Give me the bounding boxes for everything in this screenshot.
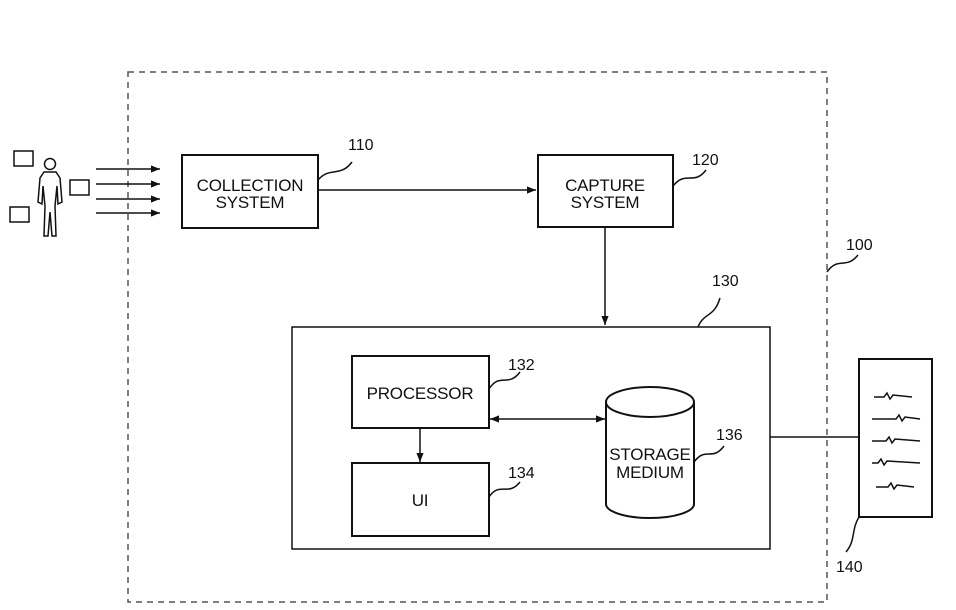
object-square-top-icon — [13, 150, 34, 167]
storage-medium-leader — [693, 445, 725, 463]
collection-system-label-line2: SYSTEM — [216, 193, 285, 212]
system-boundary-ref: 100 — [846, 237, 873, 254]
processor-ref: 132 — [508, 357, 535, 374]
person-icon — [37, 157, 63, 237]
storage-medium-cylinder — [605, 386, 695, 519]
collection-system-label-line1: COLLECTION — [197, 176, 304, 195]
capture-system-leader — [672, 169, 707, 187]
document-text-lines — [872, 391, 921, 491]
storage-medium-label-line1: STORAGE — [609, 445, 690, 464]
computer-system-ref: 130 — [712, 273, 739, 290]
ui-leader — [488, 481, 521, 498]
processor-leader — [488, 371, 521, 390]
capture-system-label-line2: SYSTEM — [571, 193, 640, 212]
object-square-right-icon — [69, 179, 90, 196]
storage-medium-label-line2: MEDIUM — [616, 463, 684, 482]
computer-system-box — [291, 326, 771, 550]
storage-medium-ref: 136 — [716, 427, 743, 444]
output-document-leader — [845, 516, 860, 553]
capture-system-label-line1: CAPTURE — [565, 176, 645, 195]
computer-system-leader — [697, 297, 721, 328]
ui-box — [351, 462, 490, 537]
system-boundary-leader — [826, 254, 859, 273]
collection-system-leader — [317, 161, 353, 181]
ui-label: UI — [412, 491, 429, 510]
collection-system-ref: 110 — [348, 137, 374, 154]
ui-ref: 134 — [508, 465, 535, 482]
output-document-box — [858, 358, 933, 518]
object-square-bottom-icon — [9, 206, 30, 223]
system-boundary — [127, 71, 828, 603]
output-document-ref: 140 — [836, 559, 863, 576]
input-arrows — [96, 165, 160, 217]
capture-system-ref: 120 — [692, 152, 719, 169]
processor-label: PROCESSOR — [367, 384, 474, 403]
collection-system-box — [181, 154, 319, 229]
